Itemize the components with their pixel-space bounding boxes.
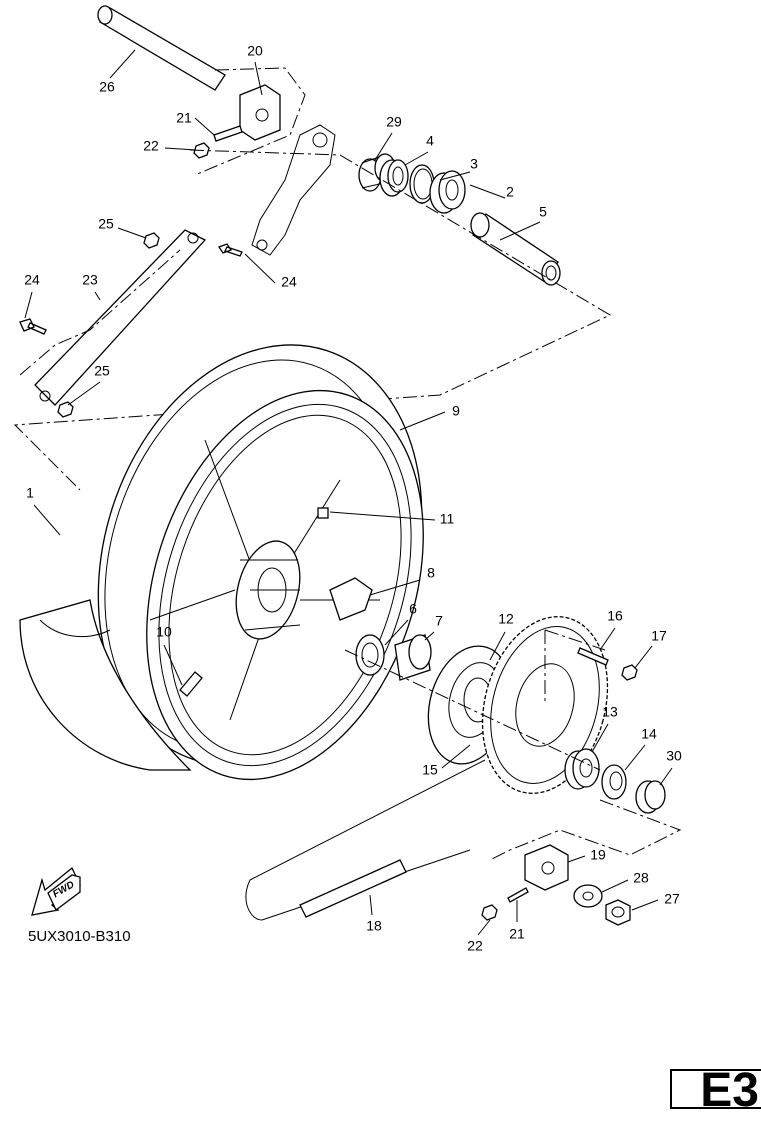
part-label: 3 bbox=[470, 156, 478, 172]
part-label: 14 bbox=[641, 726, 657, 742]
part-label: 21 bbox=[176, 110, 192, 126]
sprocket-15 bbox=[481, 616, 609, 794]
fwd-arrow-icon: FWD bbox=[31, 866, 81, 916]
bearing-2 bbox=[429, 170, 466, 214]
part-label: 22 bbox=[143, 138, 159, 154]
brake-disc-holder-8 bbox=[329, 577, 373, 621]
adjuster-block-19 bbox=[524, 844, 569, 891]
part-label: 15 bbox=[422, 762, 438, 778]
bearing-13 bbox=[564, 748, 600, 790]
adjuster-block-part bbox=[239, 84, 281, 141]
drawing-code: 5UX3010-B310 bbox=[28, 928, 131, 945]
collar-30 bbox=[635, 780, 666, 814]
oil-seal-4 bbox=[379, 159, 409, 197]
part-label: 11 bbox=[440, 511, 455, 527]
part-label: 25 bbox=[98, 216, 114, 232]
page-reference-box: E3 bbox=[670, 1065, 761, 1117]
part-label: 9 bbox=[452, 403, 460, 419]
collar-5 bbox=[470, 212, 561, 286]
caliper-bracket-part bbox=[251, 124, 336, 256]
part-label: 21 bbox=[509, 926, 525, 942]
part-label: 23 bbox=[82, 272, 98, 288]
part-label: 16 bbox=[607, 608, 623, 624]
drive-chain-18 bbox=[245, 759, 486, 921]
part-label: 17 bbox=[651, 628, 667, 644]
part-label: 4 bbox=[426, 133, 434, 149]
part-label: 18 bbox=[366, 918, 382, 934]
part-label: 5 bbox=[539, 204, 547, 220]
part-label: 24 bbox=[281, 274, 297, 290]
part-label: 29 bbox=[386, 114, 402, 130]
part-label: 8 bbox=[427, 565, 435, 581]
part-label: 30 bbox=[666, 748, 682, 764]
page-reference: E3 bbox=[700, 1064, 759, 1117]
part-label: 12 bbox=[498, 611, 514, 627]
part-label: 27 bbox=[664, 891, 680, 907]
wheel-part bbox=[146, 389, 424, 781]
part-label: 13 bbox=[602, 704, 618, 720]
oil-seal-14 bbox=[601, 764, 627, 800]
part-label: 2 bbox=[506, 184, 514, 200]
part-label: 20 bbox=[247, 43, 263, 59]
part-label: 6 bbox=[409, 601, 417, 617]
part-label: 25 bbox=[94, 363, 110, 379]
axle-pin-part bbox=[97, 5, 226, 91]
part-label: 19 bbox=[590, 847, 606, 863]
bearing-6 bbox=[355, 634, 385, 676]
part-label: 28 bbox=[633, 870, 649, 886]
part-label: 1 bbox=[26, 485, 34, 501]
part-label: 26 bbox=[99, 79, 115, 95]
part-label: 24 bbox=[24, 272, 40, 288]
part-label: 10 bbox=[156, 624, 172, 640]
part-label: 7 bbox=[435, 613, 443, 629]
collar-7 bbox=[394, 634, 432, 681]
part-label: 22 bbox=[467, 938, 483, 954]
washer-28 bbox=[573, 884, 603, 908]
axle-nut-27 bbox=[605, 899, 631, 926]
adjuster-plate-part bbox=[19, 229, 243, 418]
